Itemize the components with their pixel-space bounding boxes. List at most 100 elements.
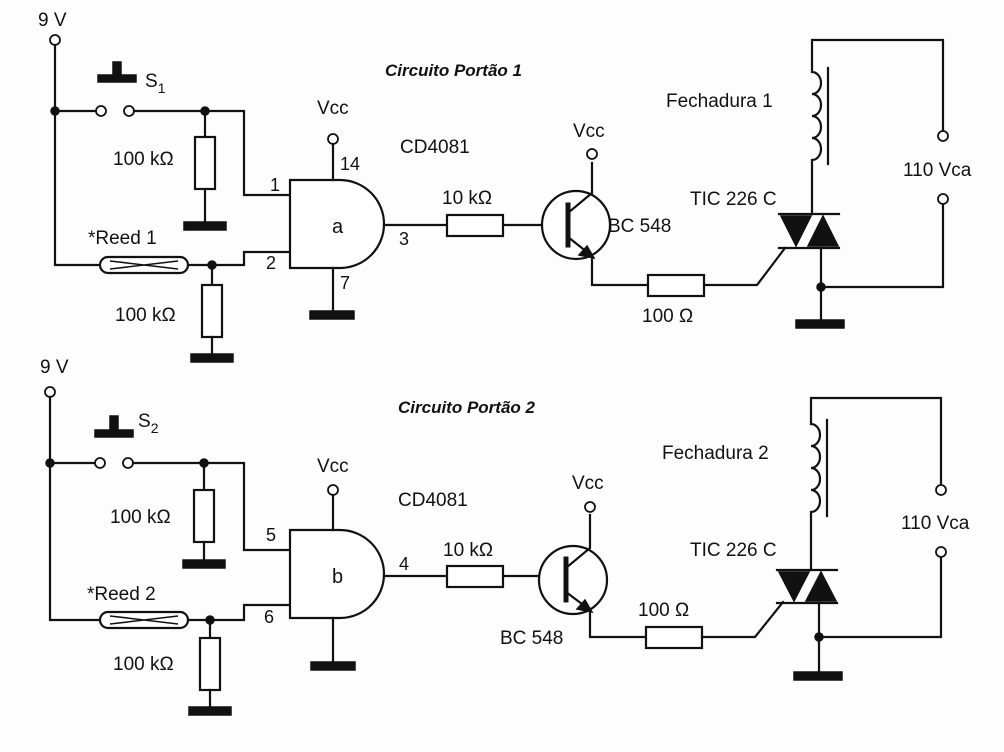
circuit-1-switch-contact (123, 105, 135, 117)
circuit-2: Circuito Portão 2 9 V S2 100 kΩ *Reed 2 (40, 357, 970, 716)
circuit-1-ic-label: CD4081 (400, 137, 470, 158)
circuit-2-transistor-label: BC 548 (500, 628, 563, 649)
circuit-1-wire (819, 203, 945, 289)
circuit-2-transistor-collector (564, 513, 592, 570)
circuit-1-mains-label: 110 Vca (903, 160, 972, 181)
circuit-2-ground (182, 559, 226, 569)
circuit-1-wire (590, 254, 650, 287)
circuit-2-supply-label: 9 V (40, 357, 69, 378)
circuit-2-vcc-transistor-label: Vcc (572, 473, 604, 494)
circuit-1-transistor-collector (566, 161, 594, 215)
circuit-1-reed-label: *Reed 1 (88, 228, 157, 249)
circuit-1-transistor-label: BC 548 (608, 216, 671, 237)
circuit-2-triac-diode (777, 571, 811, 603)
circuit-2-reed-contacts (109, 615, 179, 625)
circuit-2-triac-diode (804, 570, 838, 602)
circuit-1-supply-label: 9 V (38, 10, 67, 31)
circuit-2-resistor-bottom (198, 636, 222, 692)
circuit-2-base-resistor (445, 564, 505, 589)
circuit-1-and-gate (288, 178, 386, 270)
circuit-1-lock-coil (810, 38, 945, 216)
circuit-1-vcc-gate-terminal (327, 133, 339, 145)
circuit-1-vcc-gate-label: Vcc (317, 98, 349, 119)
circuit-1-gate-resistor (646, 273, 706, 298)
circuit-2-title: Circuito Portão 2 (398, 398, 536, 417)
circuit-2-ground (793, 671, 843, 681)
circuit-1-ground (183, 221, 227, 231)
circuit-2-supply-terminal (44, 386, 56, 398)
circuit-2-resistor-top-label: 100 kΩ (110, 507, 171, 528)
circuit-2-ic-label: CD4081 (398, 490, 468, 511)
circuit-1-transistor (540, 189, 612, 261)
circuit-2-vcc-gate-label: Vcc (317, 456, 349, 477)
circuit-1-triac-diode (779, 215, 813, 248)
circuit-2-lock-label: Fechadura 2 (662, 443, 769, 464)
circuit-2-ground (188, 706, 232, 716)
circuit-1-lock-label: Fechadura 1 (666, 91, 773, 112)
circuit-1-resistor-bottom-label: 100 kΩ (115, 305, 176, 326)
circuit-2-triac-label: TIC 226 C (690, 540, 777, 561)
circuit-1-wire (702, 246, 787, 287)
circuit-2-mains-terminal (935, 484, 947, 496)
circuit-2-lock-coil (809, 396, 943, 572)
circuit-1-vcc-transistor-label: Vcc (573, 121, 605, 142)
circuit-1-pin-in2: 2 (266, 253, 276, 273)
circuit-2-mains-terminal (935, 546, 947, 558)
circuit-1-base-resistor (445, 213, 505, 238)
circuit-2-resistor-bottom-label: 100 kΩ (113, 654, 174, 675)
circuit-1-switch-contact (95, 105, 107, 117)
circuit-2-supply-rail (48, 395, 102, 622)
circuit-1-mains-terminal (937, 193, 949, 205)
circuit-1-triac-bars (777, 212, 841, 250)
circuit-1-gate-label: a (332, 216, 344, 238)
circuit-1-reed-contacts (109, 260, 179, 270)
circuit-2-gate-resistor-label: 100 Ω (638, 600, 689, 621)
circuit-2-pushbutton-stem (109, 415, 119, 432)
circuit-1-pin-out: 3 (399, 229, 409, 249)
circuit-1-vcc-transistor-terminal (586, 148, 598, 160)
circuit-2-switch-label: S2 (138, 411, 159, 436)
circuit-2-gate-label: b (332, 566, 343, 588)
circuit-2-mains-label: 110 Vca (901, 513, 970, 534)
circuit-1-ground (190, 353, 234, 363)
circuit-2-emitter-arrow (575, 598, 594, 614)
circuit-1-ground (795, 319, 845, 329)
circuit-2-resistor-top (192, 488, 216, 544)
circuit-2-switch-contact (94, 457, 106, 469)
circuit-1-pushbutton-stem (112, 61, 122, 77)
circuit-1-emitter-arrow (577, 244, 596, 260)
circuit-2-gate-resistor (644, 625, 704, 650)
circuit-1-supply-terminal (49, 34, 61, 46)
circuit-1-triac-label: TIC 226 C (690, 189, 777, 210)
circuit-2-vcc-gate-terminal (327, 484, 339, 496)
circuit-2-transistor (537, 544, 609, 616)
circuit-2-pin-in2: 6 (264, 607, 274, 627)
circuit-2-wire (588, 608, 648, 639)
circuit-2-base-resistor-label: 10 kΩ (443, 540, 493, 561)
circuit-1: Circuito Portão 1 9 V S1 100 kΩ *Reed 1 (38, 10, 972, 363)
circuit-2-ground (310, 661, 356, 671)
circuit-2-vcc-transistor-terminal (584, 501, 596, 513)
circuit-1-wire (132, 109, 292, 197)
circuit-2-wire (700, 600, 785, 639)
circuit-1-triac-diode (806, 214, 840, 247)
circuit-1-resistor-bottom (200, 283, 224, 339)
circuit-1-resistor-top (193, 135, 217, 191)
circuit-1-pin-vcc: 14 (340, 154, 360, 174)
circuit-1-resistor-top-label: 100 kΩ (113, 149, 174, 170)
circuit-1-title: Circuito Portão 1 (385, 61, 522, 80)
circuit-1-pin-in1: 1 (270, 175, 280, 195)
circuit-1-pin-gnd: 7 (340, 273, 350, 293)
circuit-1-supply-rail (53, 43, 102, 267)
circuit-1-mains-terminal (937, 130, 949, 142)
circuit-2-switch-contact (122, 457, 134, 469)
circuit-2-wire (186, 603, 292, 622)
circuit-1-base-resistor-label: 10 kΩ (442, 188, 492, 209)
circuit-1-switch-label: S1 (145, 71, 166, 96)
circuit-2-pin-in1: 5 (266, 525, 276, 545)
circuit-2-wire (817, 556, 943, 639)
circuit-2-reed-label: *Reed 2 (87, 584, 156, 605)
circuit-2-wire (131, 461, 292, 552)
circuit-1-gate-resistor-label: 100 Ω (642, 306, 693, 327)
